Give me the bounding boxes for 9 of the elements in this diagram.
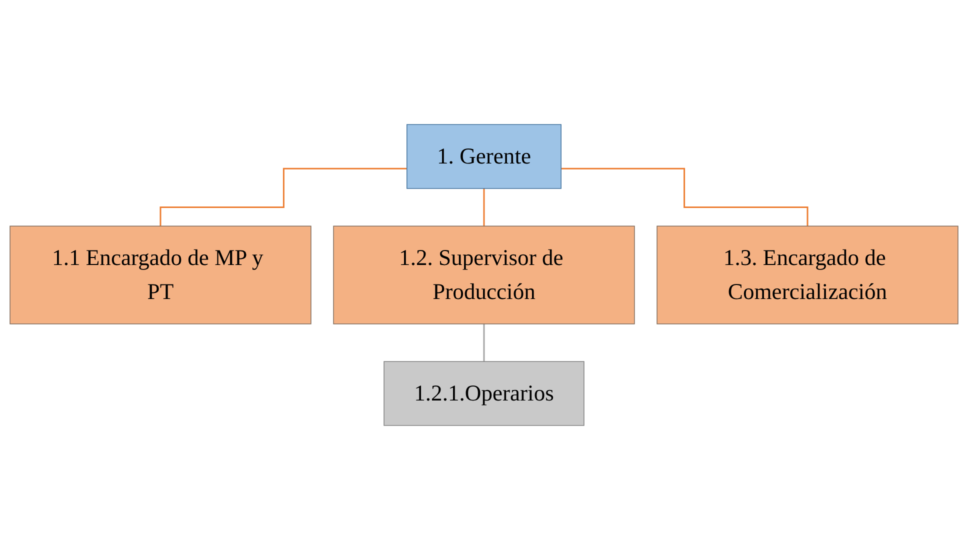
node-box: 1.2. Supervisor de Producción <box>333 226 635 324</box>
connector <box>483 323 485 362</box>
node-box: 1.3. Encargado de Comercialización <box>656 226 958 324</box>
connector <box>561 168 808 227</box>
node-box: 1.1 Encargado de MP y PT <box>10 226 312 324</box>
node-box: 1.2.1.Operarios <box>384 361 584 426</box>
node-box: 1. Gerente <box>406 124 562 189</box>
connector <box>483 188 485 227</box>
connector <box>160 168 407 227</box>
